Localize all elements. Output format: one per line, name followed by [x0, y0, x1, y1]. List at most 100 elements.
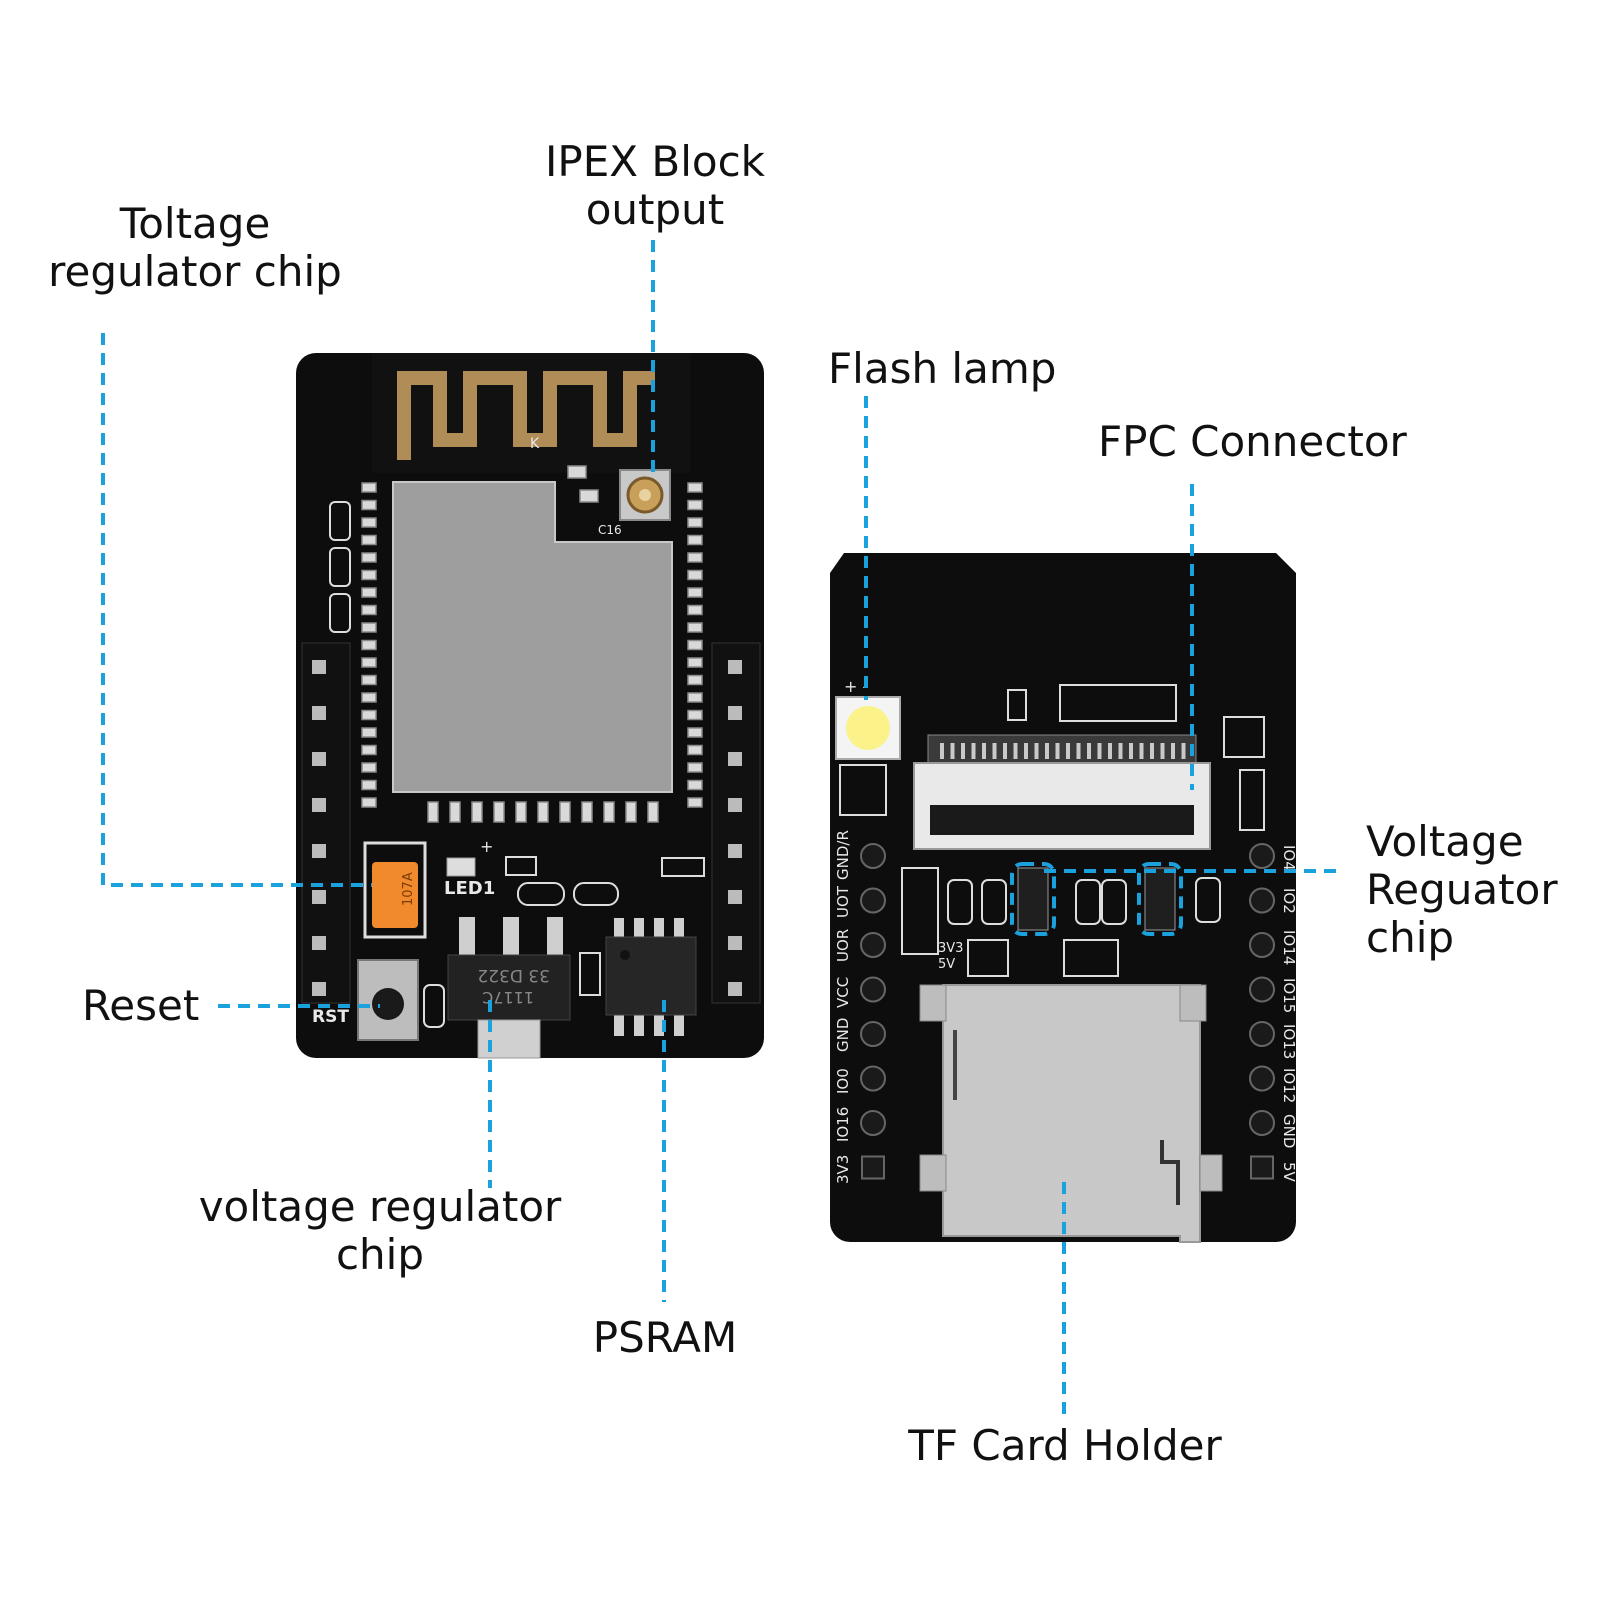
label-line: Toltage	[119, 199, 271, 248]
leader-toltage-regulator	[101, 333, 372, 887]
fpc-pin	[1076, 743, 1081, 759]
fpc-pin	[1171, 743, 1175, 759]
fpc-pin	[1045, 743, 1049, 759]
header-hole	[860, 976, 886, 1003]
front-board: K C16 107A LED1 + 33 D322	[296, 353, 764, 1059]
label-line: Voltage	[1366, 817, 1524, 866]
label-line: voltage regulator	[198, 1182, 562, 1231]
label-line: TF Card Holder	[908, 1421, 1222, 1470]
module-pad	[361, 482, 377, 493]
module-pad	[687, 639, 703, 651]
tantalum-capacitor-outline	[363, 841, 427, 939]
header-pin	[728, 982, 742, 996]
label-reset: Reset	[82, 982, 199, 1030]
header-hole	[1249, 843, 1275, 869]
module-pad	[687, 709, 703, 721]
module-pad	[361, 534, 377, 546]
module-pad	[687, 604, 703, 616]
fpc-pin	[1087, 743, 1091, 759]
back-board: + - 3V3 5V	[830, 553, 1298, 1243]
psram-dot	[620, 950, 630, 960]
fpc-pin	[992, 743, 997, 759]
module-pad	[361, 622, 377, 633]
right-pin-label: IO12	[1280, 1068, 1298, 1103]
smd-part	[1101, 879, 1127, 925]
tantalum-marking: 107A	[401, 872, 416, 906]
tantalum-capacitor	[372, 862, 418, 928]
header-pin	[728, 844, 742, 858]
regulator-pin	[459, 917, 475, 957]
module-pad	[687, 569, 703, 581]
right-pin-label: IO15	[1280, 978, 1298, 1013]
header-pin	[728, 798, 742, 812]
module-pad	[687, 499, 703, 511]
right-pin-label: 5V	[1280, 1162, 1298, 1183]
left-pin-labels: 3V3 IO16 IO0 GND VCC UOR UOT GND/R	[834, 830, 852, 1184]
module-pads	[361, 482, 703, 823]
resistor-array	[1059, 684, 1177, 722]
smd-part	[1239, 769, 1265, 831]
module-pad	[361, 657, 377, 668]
header-pin	[312, 798, 326, 812]
header-pin	[312, 660, 326, 674]
left-pin-label: VCC	[834, 977, 852, 1008]
smd-resistor	[329, 593, 351, 633]
module-pad	[515, 801, 527, 823]
label-tf-card-holder: TF Card Holder	[880, 1422, 1250, 1470]
header-hole	[860, 843, 886, 869]
left-pin-label: UOR	[834, 929, 852, 962]
module-pad	[361, 499, 377, 511]
smd-part	[1075, 879, 1101, 925]
header-pin	[728, 706, 742, 720]
antenna-trace	[397, 371, 655, 460]
module-pad	[449, 801, 461, 823]
smd-part	[947, 879, 973, 925]
header-hole	[860, 1065, 886, 1092]
module-pad	[537, 801, 549, 823]
jumper-5v: 5V	[938, 957, 955, 972]
left-pin-label: GND/R	[834, 830, 852, 880]
ipex-connector-core	[639, 489, 651, 501]
fpc-pin	[1034, 743, 1039, 759]
module-pad	[687, 622, 703, 633]
header-pin	[728, 752, 742, 766]
fpc-pin	[1066, 743, 1070, 759]
tf-card-tab	[919, 1154, 947, 1192]
regulator-highlight-2	[1137, 862, 1183, 936]
module-pad	[687, 727, 703, 738]
module-shield	[392, 481, 673, 793]
smd-part	[505, 856, 537, 876]
regulator-pin	[503, 917, 519, 957]
tf-card-tab	[1179, 984, 1207, 1022]
module-pad	[581, 801, 593, 823]
fpc-pin	[1108, 743, 1112, 759]
capacitor-label: C16	[598, 523, 622, 537]
fpc-pin	[1160, 743, 1165, 759]
left-pin-label: IO0	[834, 1068, 852, 1094]
label-line: chip	[1366, 913, 1455, 962]
regulator-pin	[547, 917, 563, 957]
fpc-pin	[1003, 743, 1007, 759]
right-pin-label: IO13	[1280, 1024, 1298, 1059]
module-pad	[687, 552, 703, 563]
jumper-block	[901, 867, 939, 955]
label-psram: PSRAM	[560, 1314, 770, 1362]
module-pad	[361, 779, 377, 791]
smd-part	[517, 882, 565, 906]
label-line: IPEX Block	[545, 137, 765, 186]
right-pin-label: GND	[1280, 1114, 1298, 1148]
label-line: Reset	[82, 981, 200, 1030]
fpc-pins	[940, 743, 1186, 759]
fpc-pin	[1097, 743, 1102, 759]
smd-part	[661, 857, 705, 877]
label-fpc-connector: FPC Connector	[1098, 418, 1407, 466]
header-hole	[860, 1110, 886, 1136]
smd-part	[1223, 716, 1265, 758]
module-pad	[687, 674, 703, 686]
module-pad	[687, 587, 703, 598]
header-hole	[860, 887, 886, 914]
module-pad	[687, 517, 703, 528]
module-pad	[687, 744, 703, 756]
fpc-pin	[1024, 743, 1028, 759]
fpc-pin	[961, 743, 965, 759]
